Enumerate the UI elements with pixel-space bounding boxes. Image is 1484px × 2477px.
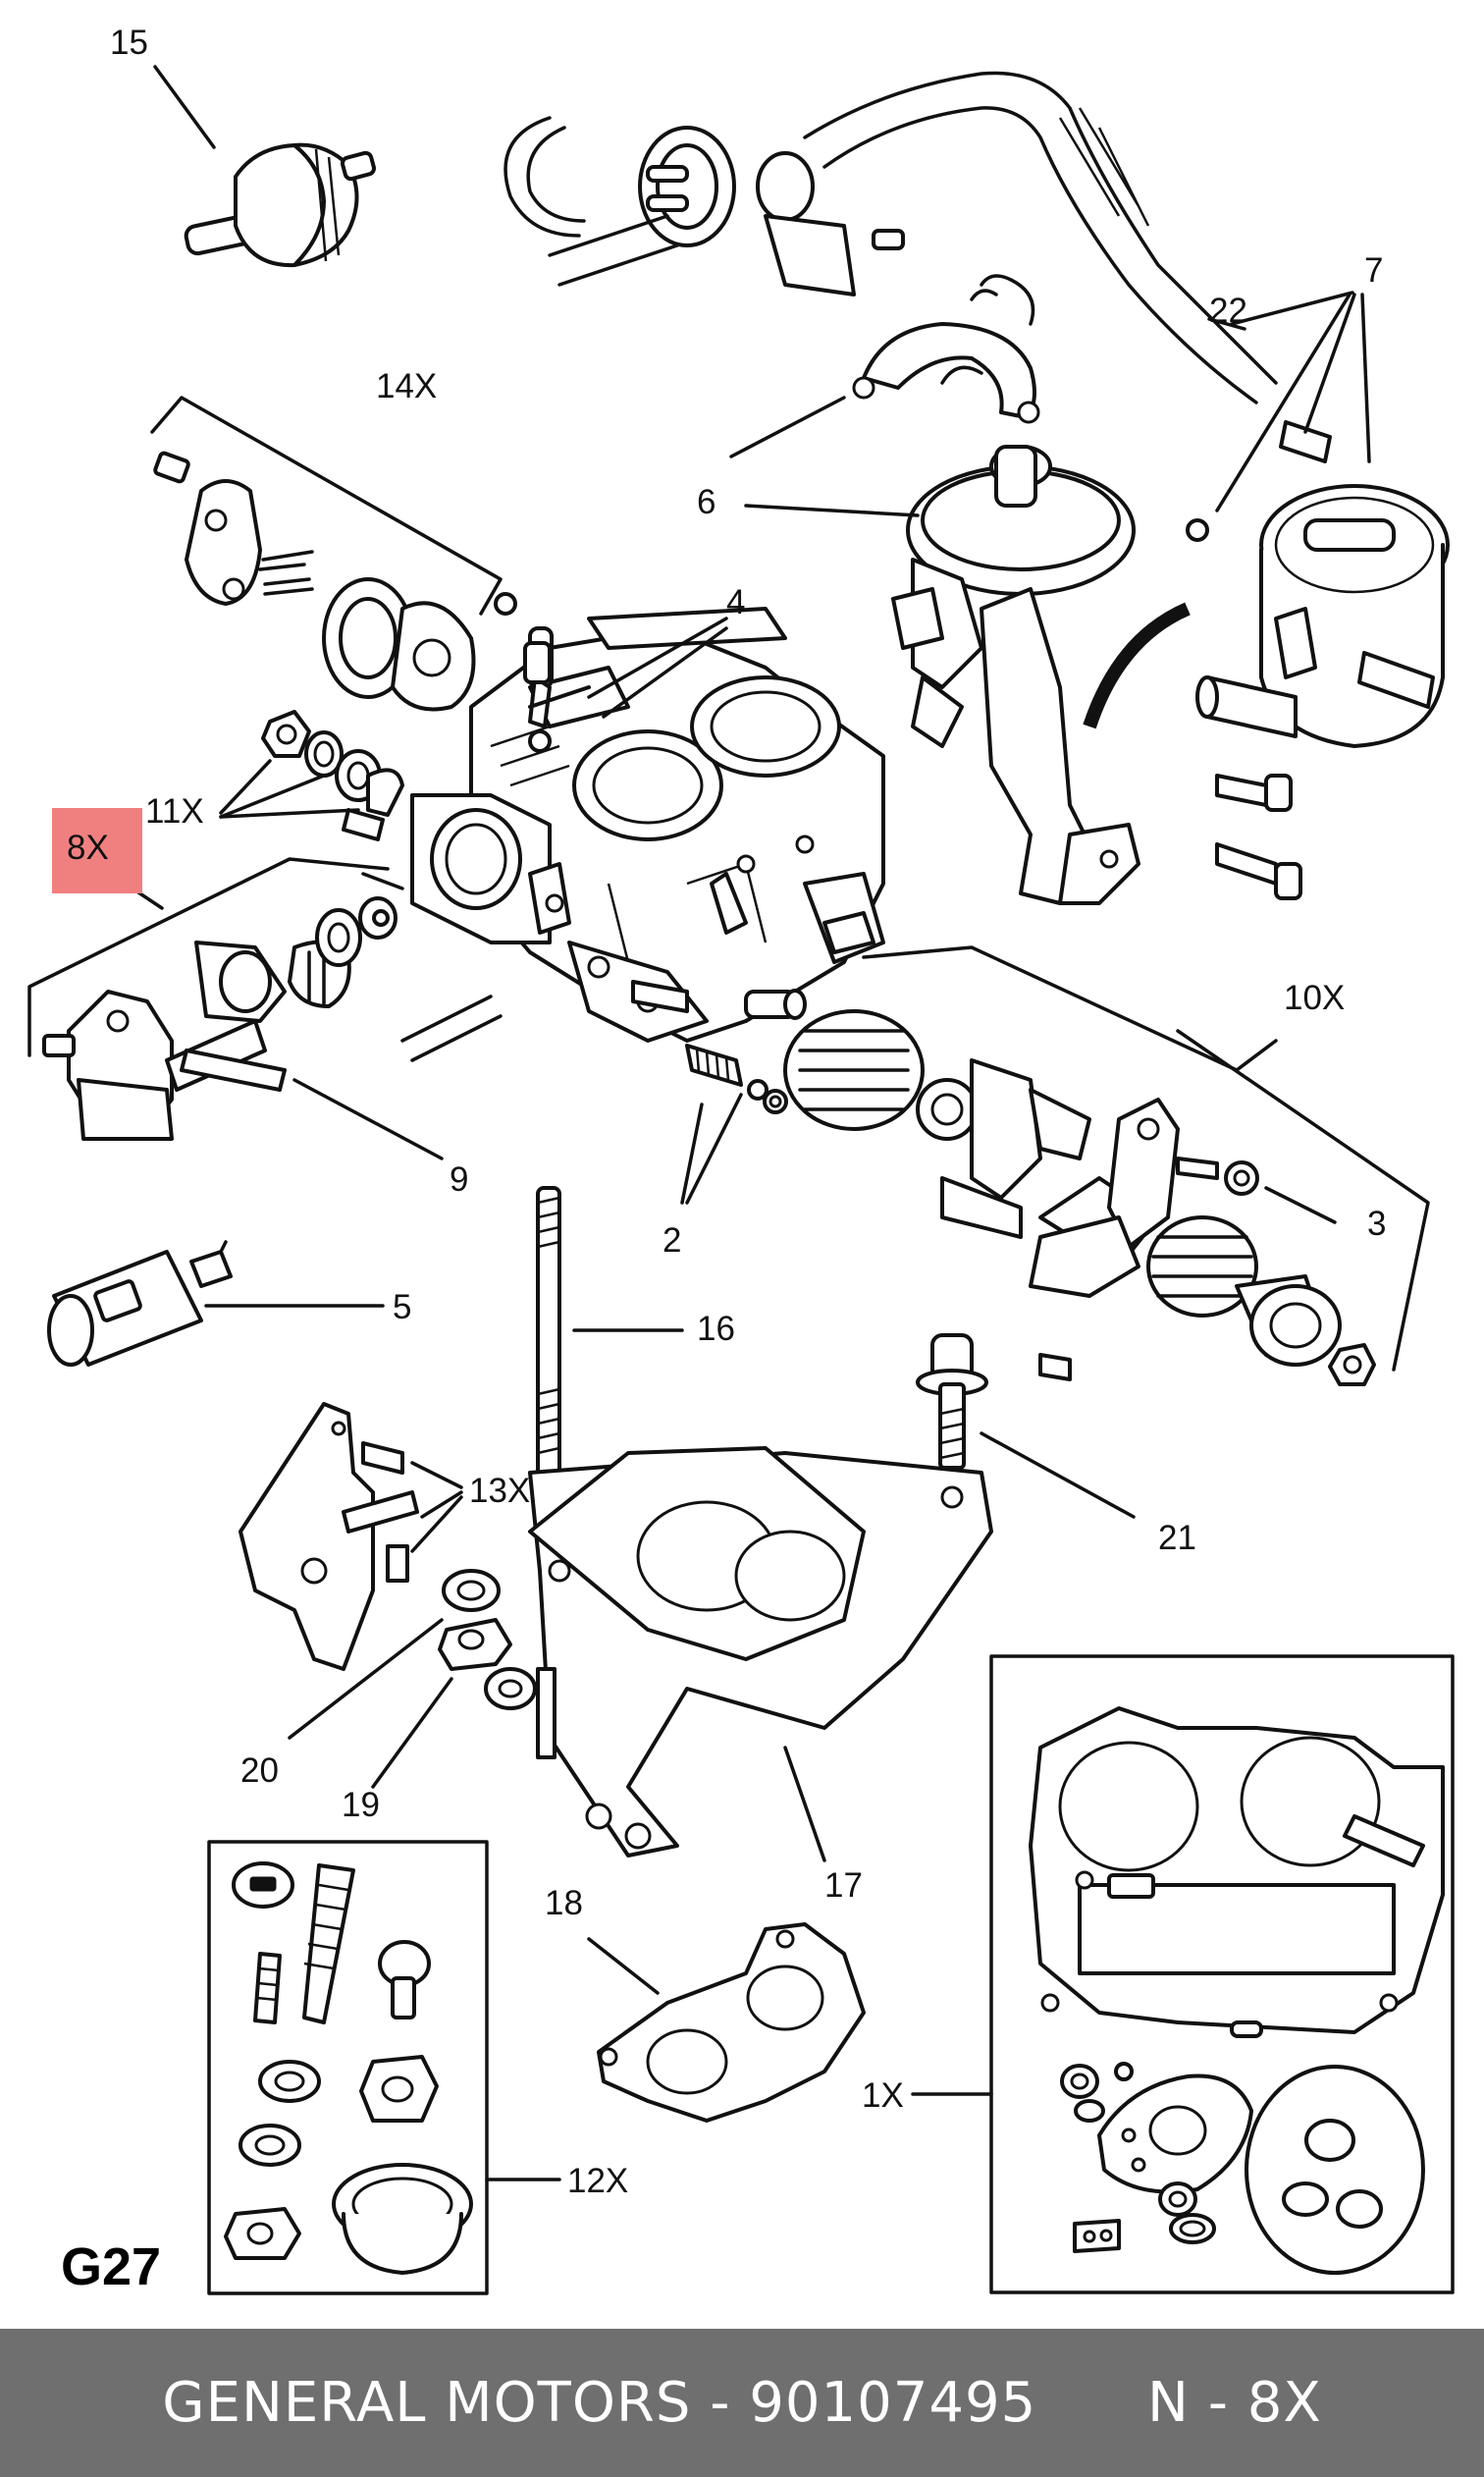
callout-1x: 1X [862,2076,904,2115]
callout-14x: 14X [376,367,437,405]
part-21-bolt [916,1333,988,1470]
part-18-gasket [597,1922,866,2123]
page-code: G27 [61,2237,161,2296]
callout-16: 16 [697,1310,735,1348]
callout-8x: 8X [67,829,109,867]
highlight-8x [52,808,142,893]
part-4-screw [523,641,591,753]
callout-22: 22 [1209,292,1247,330]
part-15-fuel-filter [184,142,376,268]
part-7-chamber [1186,420,1450,900]
callout-21: 21 [1158,1519,1196,1557]
callout-19: 19 [342,1786,380,1824]
part-6-hose-diaphragm [852,322,1191,905]
callout-18: 18 [545,1884,583,1922]
callout-6: 6 [697,483,716,521]
callout-17: 17 [824,1866,863,1905]
callout-9: 9 [450,1160,468,1199]
callout-7: 7 [1364,251,1383,290]
carburetor-body [410,607,885,1043]
part-5-solenoid [47,1240,233,1367]
callout-11x: 11X [145,792,204,831]
vacuum-hose-assembly [504,71,1278,404]
carburetor-exploded-diagram: 15 14X 22 7 6 4 11X 8X 10X 9 3 2 5 16 13… [27,24,1455,2296]
footer-bar: GENERAL MOTORS - 90107495 N - 8X [0,2329,1484,2477]
part-14-cover-group [150,396,517,712]
callout-15: 15 [110,24,148,62]
part-20-washer [442,1569,501,1612]
callout-5: 5 [393,1288,411,1326]
callout-20: 20 [240,1751,279,1790]
callout-labels: 15 14X 22 7 6 4 11X 8X 10X 9 3 2 5 16 13… [61,24,1386,2296]
part-17-base [528,1446,993,1858]
callout-10x: 10X [1284,979,1345,1017]
part-16-stud [536,1186,561,1480]
part-13-bracket [238,1402,419,1671]
callout-12x: 12X [567,2162,628,2200]
part-1-gasket-set-box [989,1654,1455,2294]
callout-2: 2 [662,1221,681,1260]
callout-13x: 13X [469,1472,530,1510]
footer-text: GENERAL MOTORS - 90107495 N - 8X [162,2371,1322,2435]
callout-3: 3 [1367,1205,1386,1243]
callout-4: 4 [726,583,745,621]
part-9-pump [27,857,503,1141]
part-12-kit-box [207,1840,489,2295]
leader-lines [116,65,1371,2181]
part-10-linkage [783,945,1430,1386]
part-2-screws [685,1044,788,1114]
part-19-nut [438,1618,537,1710]
part-11-small-parts [261,710,404,841]
